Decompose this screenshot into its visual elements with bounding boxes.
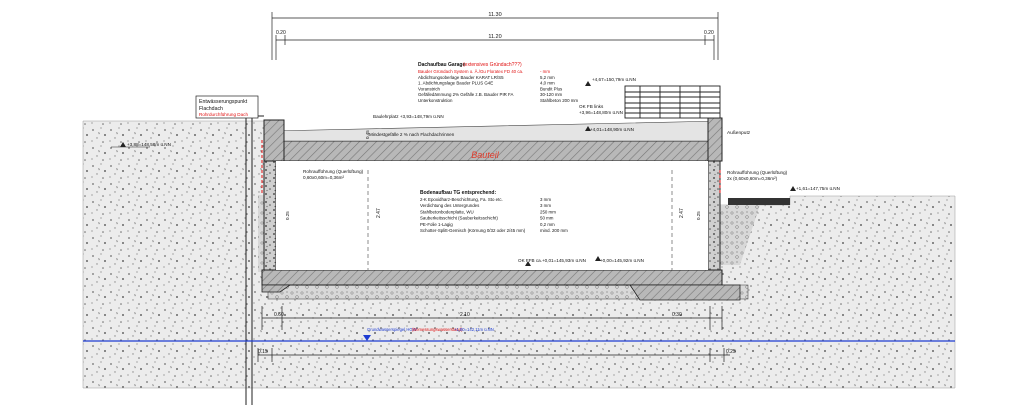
dimension-bottom (257, 306, 730, 362)
dim-bottom-right: 0.30 (672, 312, 682, 318)
roof-build-title: Dachaufbau Garage (418, 62, 465, 68)
drainage-title: Entwässerungspunkt (199, 99, 248, 105)
groundwater-red: (Bemessungswasserstand) (412, 327, 463, 332)
dimension-top (271, 12, 719, 60)
right-opening-size: 2x (0,60x0,60m=0,36m²) (727, 176, 778, 181)
dim-foot-right: 0.25 (726, 349, 736, 355)
level-roof-right: +4,01=148,90m ü.NN (590, 127, 634, 132)
drainage-red: Rohrdurchführung Dach (199, 112, 248, 117)
floor-build-row-value: 3 mm (540, 203, 551, 208)
dim-right-wall: 0.20 (704, 30, 714, 36)
roof-build-title-red: (extensives Gründach???) (463, 62, 522, 68)
groundwater-marker (363, 335, 371, 341)
dim-inner: 11.20 (488, 34, 501, 40)
floor-build-row-value: 3 mm (540, 197, 551, 202)
drainage-sub: Flachdach (199, 106, 223, 112)
groundwater-label: Grundwasserspiegel HGW (367, 327, 417, 332)
roof-build-row-value: - mm (540, 69, 550, 74)
dim-overall: 11.30 (488, 12, 501, 18)
level-okfb-top: OK FB links (579, 104, 604, 109)
floor-build-table: Bodenaufbau TG entsprechend: (420, 190, 496, 196)
floor-build-row-name: Verdichtung des Untergrundes (420, 203, 480, 208)
dim-bottom-mid: 2.10 (460, 312, 470, 318)
floor-build-row-value: mind. 200 mm (540, 228, 568, 233)
roof-build-row-name: Abdichtungsoberlage Bauder KARAT LR/S5 (418, 75, 504, 80)
left-opening: Rohraufführung (Querlüftung) (303, 169, 364, 174)
dim-wall-thk-right: 0.25 (696, 211, 701, 220)
roof-build-row-value: Stahlbeton 200 mm (540, 98, 578, 103)
level-left-ground: +3,88=148,58m ü.NN (127, 142, 171, 147)
parapet-right (707, 117, 723, 162)
roof-railing (624, 85, 721, 119)
level-roof-top: Baulehrplatz +3,93=148,79m ü.NN (373, 114, 444, 119)
floor-build-row-value: 250 mm (540, 209, 556, 214)
wall-left (263, 160, 277, 272)
roof-build-row-name: Unterkonstruktion (418, 98, 453, 103)
drainage-callout-box (195, 95, 259, 119)
floor-slab (261, 269, 723, 286)
dim-wall-height: 2.47 (376, 208, 382, 218)
dim-left-wall: 0.20 (276, 30, 286, 36)
roof-build-rows: Bauder Gründach System o. Ä./Gu Floratex… (418, 69, 578, 103)
roof-build-row-name: Voranstrich (418, 86, 441, 91)
dim-bottom-left: 0.60 (274, 312, 284, 318)
right-opening: Rohraufführung (Querlüftung) (727, 170, 788, 175)
roof-build-row-name: 1. Abdichtungslage Bauder PLUS G4E (418, 81, 493, 86)
floor-build-row-name: 2-K Epoxidharz-Beschichtung, Fa. Sto etc… (420, 197, 503, 202)
floor-build-row-name: Sauberkeitsschicht (Sauberkeitsschicht) (420, 216, 498, 221)
slope-note: Mindestgefälle 2 % nach Flachdachrinnen (369, 132, 455, 137)
roof-layers (271, 120, 721, 142)
floor-level-mid: OK FFB ca.+0,01=145,93m ü.NN (518, 258, 586, 263)
floor-build-title: Bodenaufbau TG entsprechend: (420, 190, 496, 196)
right-ground-level: +1,61=147,75m ü.NN (796, 186, 840, 191)
floor-build-row-value: 50 mm (540, 216, 554, 221)
left-opening-size: 0,60x0,60m=0,36m² (303, 175, 344, 180)
roof-build-table: Dachaufbau Garage (extensives Gründach??… (418, 62, 522, 68)
floor-build-rows: 2-K Epoxidharz-Beschichtung, Fa. Sto etc… (420, 197, 568, 233)
wall-right (707, 160, 721, 272)
dim-wall-thk-left: 0.25 (285, 211, 290, 220)
garage-interior (276, 161, 708, 270)
parapet-left (263, 119, 285, 162)
floor-build-row-name: Stahlbetonbodenplatte, WU (420, 209, 474, 214)
roof-build-row-value: 30-120 mm (540, 92, 563, 97)
gravel-backfill-right (718, 205, 760, 265)
floor-build-row-name: Schotter-Splitt-Gemisch (Körnung 0/32 od… (420, 228, 526, 233)
roof-build-row-value: 4,0 mm (540, 81, 555, 86)
level-markers (120, 81, 796, 266)
floor-level-right: +0,00=145,92m ü.NN (600, 258, 644, 263)
level-okfb-value: +3,96=148,80m ü.NN (579, 110, 623, 115)
dim-foot-left: 0.15 (258, 349, 268, 355)
groundwater-value: +1,80=142,11m ü.NN (454, 327, 494, 332)
red-stamp: Bauteil (471, 150, 500, 160)
dim-roof-thk: 0.45 (365, 130, 370, 139)
roof-build-row-name: Bauder Gründach System o. Ä./Gu Floratex… (418, 69, 523, 74)
roof-build-row-value: Bundit Plus (540, 86, 563, 91)
foundation-right (629, 284, 741, 301)
level-parapet: +4,67=150,79m ü.NN (592, 77, 636, 82)
roof-build-row-name: Gefälledämmung 2% Gefälle z.B. Bauder PI… (418, 92, 513, 97)
right-ground-slab (728, 198, 790, 205)
roof-build-row-value: 5,2 mm (540, 75, 555, 80)
dim-wall-height-right: 2.47 (679, 208, 685, 218)
foundation-left (261, 270, 292, 293)
floor-build-row-value: 0,2 mm (540, 222, 555, 227)
outer-plaster: Außenputz (727, 130, 751, 136)
floor-build-row-name: PE-Folie 1-Lagig (420, 222, 453, 227)
